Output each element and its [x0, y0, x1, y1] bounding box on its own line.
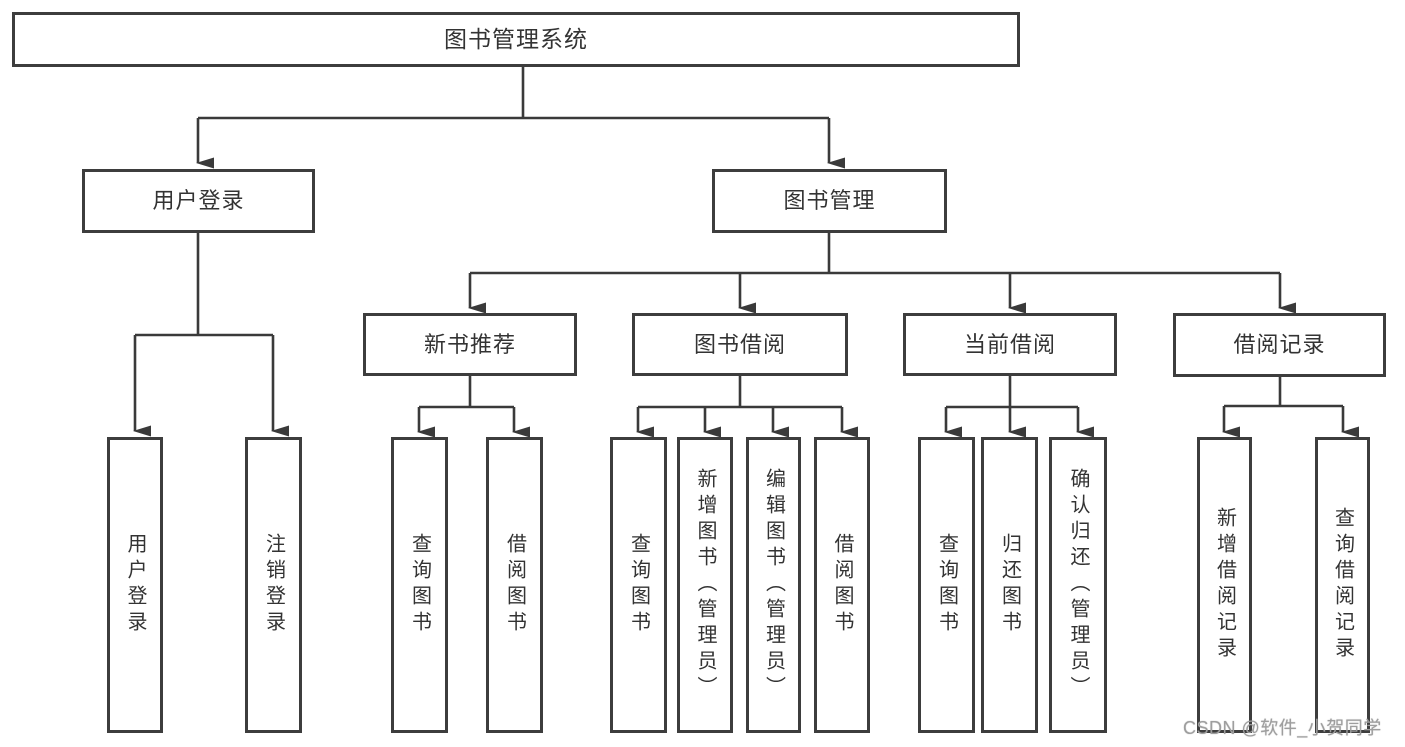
leaf-borrow-books-recommend: 借阅图书	[486, 437, 543, 733]
leaf-query-books-borrow: 查询图书	[610, 437, 667, 733]
node-book-borrow: 图书借阅	[632, 313, 848, 376]
csdn-watermark: CSDN @软件_小贺同学	[1183, 718, 1382, 738]
leaf-confirm-return-admin: 确认归还（管理员）	[1049, 437, 1107, 733]
leaf-return-books: 归还图书	[981, 437, 1038, 733]
node-new-book-recommend: 新书推荐	[363, 313, 577, 376]
node-user-login: 用户登录	[82, 169, 315, 233]
node-book-management: 图书管理	[712, 169, 947, 233]
node-library-management-system: 图书管理系统	[12, 12, 1020, 67]
leaf-add-borrow-record: 新增借阅记录	[1197, 437, 1252, 733]
leaf-edit-book-admin: 编辑图书（管理员）	[746, 437, 801, 733]
leaf-query-books-recommend: 查询图书	[391, 437, 448, 733]
leaf-add-book-admin: 新增图书（管理员）	[677, 437, 733, 733]
node-current-borrow: 当前借阅	[903, 313, 1117, 376]
leaf-logout: 注销登录	[245, 437, 302, 733]
leaf-query-borrow-record: 查询借阅记录	[1315, 437, 1370, 733]
node-borrow-records: 借阅记录	[1173, 313, 1386, 377]
leaf-borrow-books: 借阅图书	[814, 437, 870, 733]
leaf-query-books-current: 查询图书	[918, 437, 975, 733]
leaf-user-login: 用户登录	[107, 437, 163, 733]
